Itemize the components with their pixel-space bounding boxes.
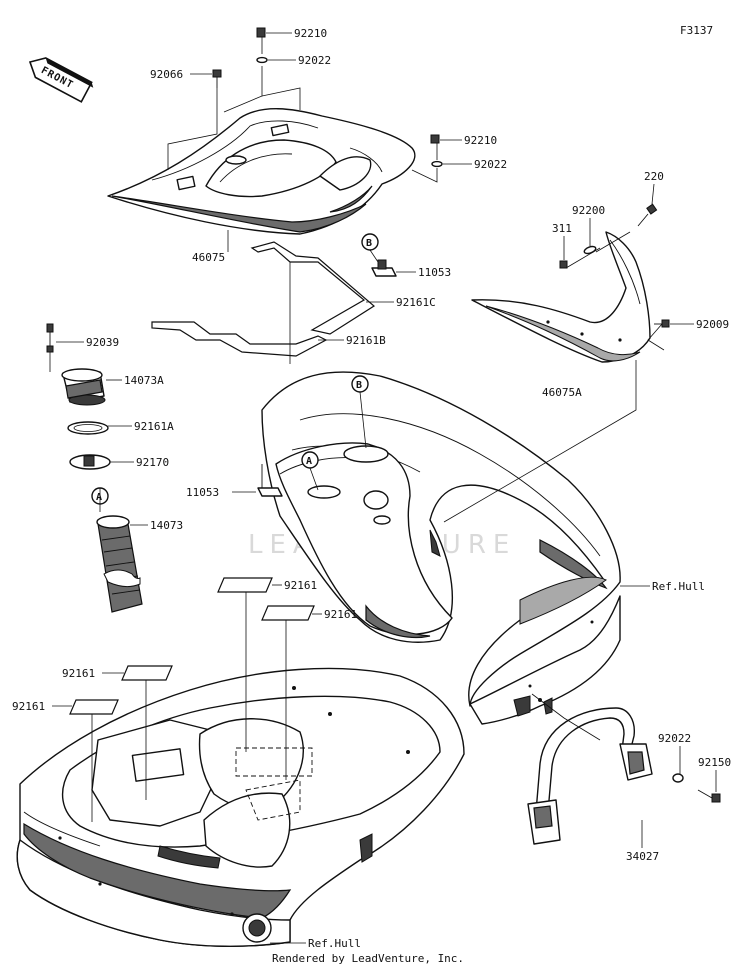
label-92022-low: 92022 <box>658 732 691 745</box>
callout-a-left-label: A <box>96 492 102 503</box>
bolt-92066-icon <box>212 69 222 88</box>
band-92170 <box>69 454 111 470</box>
callout-a-hull: A <box>301 451 319 469</box>
label-11053-top: 11053 <box>418 266 451 279</box>
label-92161-c: 92161 <box>62 667 95 680</box>
label-92009: 92009 <box>696 318 729 331</box>
label-92161-b: 92161 <box>324 608 357 621</box>
lower-hull <box>16 667 465 947</box>
grommet-11053-top-icon <box>371 259 397 277</box>
label-220: 220 <box>644 170 664 183</box>
label-46075: 46075 <box>192 251 225 264</box>
hose-14073 <box>96 515 143 613</box>
callout-b-hull: B <box>351 375 369 393</box>
label-92022-top: 92022 <box>298 54 331 67</box>
label-92161B: 92161B <box>346 334 386 347</box>
callout-b-top: B <box>361 233 379 251</box>
grab-handle-34027 <box>527 707 653 845</box>
pad-92161-b <box>261 605 315 621</box>
clamp-92039-icon <box>46 323 54 353</box>
bolt-92009-icon <box>654 319 670 328</box>
washer-92022-mid-icon <box>431 160 443 168</box>
washer-92022-top-icon <box>256 56 268 64</box>
label-14073A: 14073A <box>124 374 164 387</box>
washer-92200-icon <box>583 245 597 255</box>
label-92170: 92170 <box>136 456 169 469</box>
label-92161-d: 92161 <box>12 700 45 713</box>
bolt-92150-icon <box>697 789 721 803</box>
label-311: 311 <box>552 222 572 235</box>
gasket-92161C <box>250 241 376 335</box>
upper-hull <box>261 371 621 725</box>
bolt-220-icon <box>637 203 658 227</box>
label-46075A: 46075A <box>542 386 582 399</box>
label-92161C: 92161C <box>396 296 436 309</box>
pad-92161-c <box>121 665 173 681</box>
bolt-92210-mid-icon <box>430 134 440 144</box>
label-14073: 14073 <box>150 519 183 532</box>
bolt-92210-top-icon <box>256 27 266 38</box>
label-34027: 34027 <box>626 850 659 863</box>
label-92210-top: 92210 <box>294 27 327 40</box>
label-11053-mid: 11053 <box>186 486 219 499</box>
label-92161-a: 92161 <box>284 579 317 592</box>
deck-hood-46075 <box>107 108 416 235</box>
label-92210-mid: 92210 <box>464 134 497 147</box>
washer-92022-low-icon <box>672 773 684 783</box>
label-refhull-right: Ref.Hull <box>652 580 705 593</box>
pad-92161-d <box>69 699 119 715</box>
label-92161A: 92161A <box>134 420 174 433</box>
footer-credit: Rendered by LeadVenture, Inc. <box>272 952 464 965</box>
label-92066: 92066 <box>150 68 183 81</box>
duct-14073A <box>61 368 106 406</box>
callout-b-top-label: B <box>366 238 372 249</box>
part-labels: 92210 92022 92066 92210 92022 46075 1105… <box>12 27 731 950</box>
label-92022-mid: 92022 <box>474 158 507 171</box>
label-92039: 92039 <box>86 336 119 349</box>
label-92150: 92150 <box>698 756 731 769</box>
nut-311-icon <box>559 260 568 269</box>
callout-b-hull-label: B <box>356 380 362 391</box>
gasket-92161B <box>151 321 328 357</box>
label-92200: 92200 <box>572 204 605 217</box>
front-arrow-icon: FRONT <box>28 57 94 103</box>
diagram-code: F3137 <box>680 24 713 37</box>
callout-a-hull-label: A <box>306 456 312 467</box>
pad-92161-a <box>217 577 273 593</box>
side-cover-46075A <box>471 231 651 363</box>
grommet-11053-mid-icon <box>257 464 283 497</box>
label-refhull-bottom: Ref.Hull <box>308 937 361 950</box>
ring-92161A <box>67 421 109 435</box>
